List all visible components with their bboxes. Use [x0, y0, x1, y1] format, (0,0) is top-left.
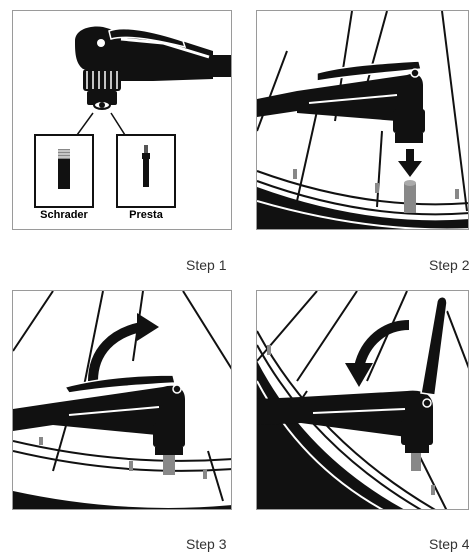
- hose: [257, 397, 301, 425]
- presta-valve-icon: [411, 453, 421, 471]
- pump-head-icon: [297, 60, 425, 143]
- pump-head-icon: [53, 374, 185, 455]
- tire: [257, 187, 468, 229]
- rim-inner: [13, 440, 231, 462]
- connector-line-right: [110, 112, 126, 136]
- schrader-valve-icon: [58, 149, 70, 189]
- step-1-caption: Step 1: [186, 257, 227, 273]
- hose: [257, 91, 297, 117]
- step-4-caption: Step 4: [429, 536, 469, 552]
- hose-stub: [213, 55, 231, 77]
- tire: [13, 491, 231, 509]
- step-4-illustration: [257, 291, 468, 509]
- presta-valve-icon: [142, 145, 150, 187]
- connector-line-left: [76, 112, 94, 136]
- rim-inner: [257, 330, 436, 509]
- step-4-panel: [256, 290, 469, 510]
- pump-head-icon: [301, 296, 448, 453]
- step-2-panel: [256, 10, 469, 230]
- curved-arrow-right-icon: [88, 313, 159, 382]
- curved-arrow-left-icon: [345, 320, 410, 387]
- presta-valve-icon: [163, 455, 175, 475]
- down-arrow-icon: [398, 149, 422, 177]
- step-2-caption: Step 2: [429, 257, 469, 273]
- tire: [257, 361, 404, 509]
- step-3-panel: [12, 290, 232, 510]
- rim-outer: [257, 344, 422, 509]
- step-3-illustration: [13, 291, 231, 509]
- step-1-illustration: [34, 26, 231, 208]
- step-1-panel: Schrader Presta: [12, 10, 232, 230]
- schrader-label: Schrader: [40, 209, 88, 221]
- rim-outer: [257, 180, 468, 216]
- step-3-caption: Step 3: [186, 536, 227, 552]
- presta-valve-icon: [404, 180, 416, 213]
- step-2-illustration: [257, 11, 468, 229]
- pump-head-icon: [75, 26, 213, 110]
- hose: [13, 403, 53, 431]
- presta-label: Presta: [129, 209, 163, 221]
- rim-inner: [257, 170, 468, 206]
